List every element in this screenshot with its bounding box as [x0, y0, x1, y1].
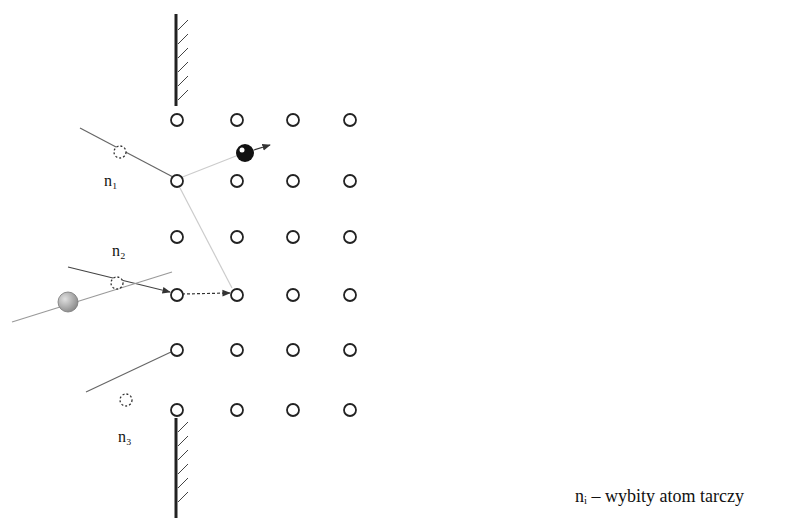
hatch-line [178, 34, 188, 44]
recoil-path [182, 293, 230, 294]
lattice-atom [287, 289, 299, 301]
lattice-atom [287, 404, 299, 416]
ejected-path [68, 267, 170, 292]
hatch-line [178, 478, 188, 488]
ejected-path [86, 352, 171, 392]
lattice-atom [231, 404, 243, 416]
hatch-line [178, 48, 188, 58]
lattice-atom [171, 404, 183, 416]
recoil-path [180, 156, 236, 178]
ejected-atom-label: n₁ [104, 172, 118, 190]
lattice-atom [171, 114, 183, 126]
lattice-atom [287, 175, 299, 187]
lattice-atom [171, 344, 183, 356]
target-wall [176, 14, 177, 518]
lattice-atom [231, 231, 243, 243]
lattice-atom [344, 114, 356, 126]
lattice-atom [231, 289, 243, 301]
recoil-path [180, 188, 232, 288]
ejected-atom [114, 146, 126, 158]
ejected-atom [111, 277, 123, 289]
hatch-line [178, 20, 188, 30]
ejected-path [80, 128, 173, 177]
lattice-atom [171, 231, 183, 243]
ion-path [12, 272, 172, 322]
displaced-atom [236, 144, 254, 162]
lattice-atom [344, 344, 356, 356]
lattice-atom [344, 404, 356, 416]
hatch-line [178, 90, 188, 100]
ejected-atom-label: n₃ [118, 428, 132, 446]
hatch-line [178, 62, 188, 72]
lattice-atom [231, 344, 243, 356]
lattice-atom [231, 114, 243, 126]
wall-hatching [178, 20, 188, 502]
hatch-line [178, 492, 188, 502]
legend-note: nᵢ – wybity atom tarczy [575, 487, 744, 507]
lattice-atom [231, 175, 243, 187]
lattice-atom [171, 289, 183, 301]
lattice-atom [344, 289, 356, 301]
hatch-line [178, 422, 188, 432]
lattice-atom [287, 114, 299, 126]
ejected-atom [120, 394, 132, 406]
incident-ion [58, 292, 78, 312]
hatch-line [178, 436, 188, 446]
lattice-atom [344, 231, 356, 243]
recoil-path [254, 145, 270, 150]
wall-line [175, 418, 178, 518]
hatch-line [178, 76, 188, 86]
hatch-line [178, 450, 188, 460]
ejected-atom-label: n₂ [112, 242, 126, 260]
lattice-atom [287, 231, 299, 243]
trajectories [12, 128, 270, 392]
target-lattice [171, 114, 356, 416]
lattice-atom [287, 344, 299, 356]
lattice-atom [344, 175, 356, 187]
lattice-atom [171, 175, 183, 187]
atom-highlight [240, 148, 245, 153]
hatch-line [178, 464, 188, 474]
wall-line [175, 14, 178, 106]
